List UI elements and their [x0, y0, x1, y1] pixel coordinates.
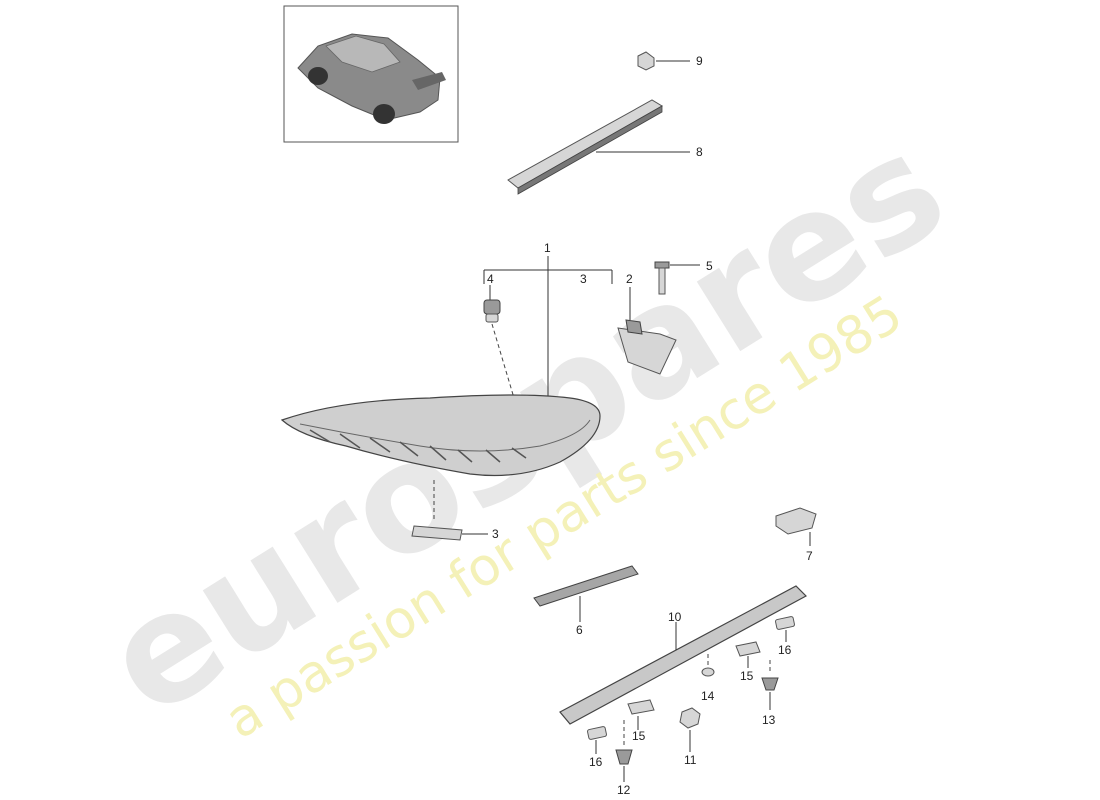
car-roof-icon — [325, 35, 401, 73]
part-5-bolt — [654, 261, 700, 295]
part-8-strip — [507, 99, 690, 195]
callout-8: 8 — [696, 145, 703, 159]
bolt-head-icon — [654, 261, 670, 269]
seal-icon-2 — [587, 726, 607, 740]
callout-9: 9 — [696, 54, 703, 68]
callout-6: 6 — [576, 623, 583, 637]
callout-15-bottom: 15 — [632, 729, 646, 743]
part-15a-pad — [735, 641, 761, 668]
callout-15-top: 15 — [740, 669, 754, 683]
part-1-tail-lamp — [280, 394, 601, 522]
callout-labels: 9 8 1 5 4 3 2 3 7 6 10 16 15 14 13 15 11… — [487, 54, 813, 797]
clip-icon — [637, 51, 655, 71]
part-13-clip — [761, 660, 779, 710]
pad-small-icon — [735, 641, 761, 657]
push-clip-icon — [761, 677, 779, 691]
part-15b-pad — [627, 699, 655, 730]
reflector-icon — [533, 565, 639, 607]
callout-10: 10 — [668, 610, 682, 624]
part-6-reflector — [533, 565, 639, 622]
washer-icon — [701, 667, 715, 677]
part-4-grommet — [483, 285, 515, 399]
tail-lamp-icon — [280, 394, 601, 477]
push-clip-icon-2 — [615, 749, 633, 765]
callout-12: 12 — [617, 783, 631, 797]
trim-bar-icon — [559, 585, 807, 725]
callout-16-bottom: 16 — [589, 755, 603, 769]
housing-icon — [617, 327, 677, 375]
bolt-shaft-icon — [658, 267, 666, 295]
part-7-bracket — [775, 507, 817, 546]
strip-icon — [507, 99, 663, 189]
part-10-trim — [559, 585, 807, 725]
part-16a-seal — [775, 616, 795, 642]
callout-3-bottom: 3 — [492, 527, 499, 541]
nut-icon — [679, 707, 701, 729]
car-wheel-front-icon — [308, 67, 328, 85]
callout-4: 4 — [487, 272, 494, 286]
bracket-small-icon — [775, 507, 817, 535]
callout-5: 5 — [706, 259, 713, 273]
seal-icon — [775, 616, 795, 630]
vehicle-thumbnail — [283, 5, 459, 143]
callout-11: 11 — [684, 753, 697, 767]
part-3-pad — [411, 525, 488, 541]
part-2-housing — [617, 287, 677, 375]
callout-13: 13 — [762, 713, 776, 727]
callout-14: 14 — [701, 689, 715, 703]
car-wheel-rear-icon — [373, 104, 395, 124]
part-14-washer — [701, 654, 715, 677]
part-11-nut — [679, 707, 701, 752]
callout-2: 2 — [626, 272, 633, 286]
callout-7: 7 — [806, 549, 813, 563]
part-16b-seal — [587, 726, 607, 754]
grommet-icon — [483, 299, 501, 315]
part-9-clip — [637, 51, 690, 71]
pad-icon — [411, 525, 463, 541]
part-1-bracket — [483, 256, 613, 400]
pad-small-icon-2 — [627, 699, 655, 715]
callout-1: 1 — [544, 241, 551, 255]
car-body-icon — [297, 33, 441, 121]
car-spoiler-icon — [412, 72, 446, 90]
callout-16-top: 16 — [778, 643, 792, 657]
callout-3-top: 3 — [580, 272, 587, 286]
part-12-clip — [615, 720, 633, 782]
